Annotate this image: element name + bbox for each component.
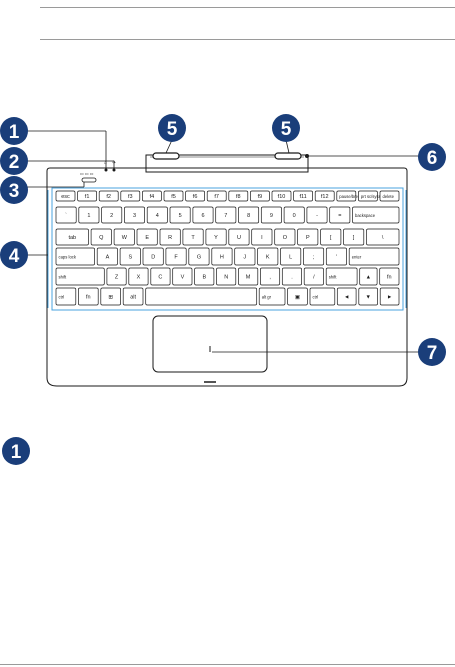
key-label-2-14: backspace	[355, 213, 376, 218]
key-label-2-11: 0	[293, 213, 296, 219]
key-label-5-12: shift	[329, 275, 338, 280]
key-label-2-2: 1	[87, 213, 90, 219]
callout-1-label: 1	[9, 122, 20, 143]
key-label-2-1: `	[65, 213, 67, 219]
key-label-3-1: tab	[68, 235, 76, 241]
key-label-2-4: 3	[133, 213, 136, 219]
callout-3: 3	[0, 176, 28, 204]
key-label-1-7: f6	[193, 194, 198, 200]
key-label-3-2: Q	[99, 235, 104, 241]
key-label-3-10: O	[283, 235, 288, 241]
key-label-2-12: -	[316, 213, 318, 219]
section-marker-label: 1	[11, 442, 22, 463]
key-label-6-3: ⊞	[108, 295, 113, 301]
left-latch	[153, 153, 179, 159]
key-label-1-1: esc	[61, 194, 70, 200]
key-label-4-1: caps lock	[59, 255, 77, 260]
status-icons: ▭ ▭ ▭	[80, 171, 94, 176]
key-label-5-7: N	[224, 275, 228, 281]
key-label-2-7: 6	[201, 213, 204, 219]
key-label-5-1: shift	[59, 275, 68, 280]
key-label-6-1: ctrl	[59, 295, 65, 300]
key-label-4-2: A	[106, 255, 110, 261]
callout-6: 6	[418, 143, 446, 171]
callout-2: 2	[0, 147, 28, 175]
key-label-1-2: f1	[85, 194, 90, 200]
touchpad	[153, 316, 267, 372]
key-label-4-4: D	[151, 255, 155, 261]
key-label-6-9: ◄	[344, 295, 349, 301]
callout-2-label: 2	[9, 152, 20, 173]
key-label-2-9: 8	[247, 213, 250, 219]
key-label-3-11: P	[306, 235, 310, 241]
key-label-6-6: alt gr	[262, 295, 272, 300]
callout-7-label: 7	[427, 343, 438, 364]
key-label-3-5: R	[168, 235, 172, 241]
key-label-5-8: M	[246, 275, 251, 281]
key-label-1-4: f3	[128, 194, 133, 200]
caps-lock-indicator	[105, 169, 108, 172]
key-label-6-8: ctrl	[313, 295, 319, 300]
key-label-1-10: f9	[258, 194, 263, 200]
key-label-1-5: f4	[150, 194, 155, 200]
indicator-area: ⌂ ✈ ▭ ▭ ▭	[80, 160, 116, 182]
key-label-6-10: ▼	[365, 295, 370, 301]
key-label-5-13: ▲	[366, 275, 371, 281]
key-label-4-12: '	[336, 255, 337, 261]
callout-6-label: 6	[427, 148, 438, 169]
callout-5-left: 5	[158, 114, 186, 142]
key-label-4-6: G	[197, 255, 201, 261]
key-label-1-6: f5	[171, 194, 176, 200]
right-latch	[275, 153, 301, 159]
key-label-4-13: enter	[352, 255, 362, 260]
key-label-5-4: C	[158, 275, 162, 281]
key-6-5	[146, 288, 257, 305]
key-label-3-4: E	[145, 235, 149, 241]
docking-port	[305, 154, 309, 158]
key-label-4-7: H	[220, 255, 224, 261]
key-label-1-9: f8	[236, 194, 241, 200]
callout-5-right: 5	[272, 114, 300, 142]
callout-5-right-label: 5	[281, 119, 292, 140]
key-label-4-10: L	[289, 255, 292, 261]
key-label-1-16: delete	[383, 194, 395, 199]
key-label-2-10: 9	[270, 213, 273, 219]
airplane-indicator	[113, 169, 116, 172]
key-label-3-3: W	[122, 235, 128, 241]
key-label-2-8: 7	[224, 213, 227, 219]
key-label-1-13: f12	[321, 194, 329, 200]
power-indicator	[82, 178, 96, 182]
key-label-6-7: ▣	[295, 295, 301, 301]
callout-1: 1	[0, 117, 28, 145]
key-label-4-3: S	[128, 255, 132, 261]
key-label-1-3: f2	[106, 194, 111, 200]
key-label-1-8: f7	[214, 194, 219, 200]
key-label-4-9: K	[266, 255, 270, 261]
key-label-5-3: X	[137, 275, 141, 281]
key-label-5-14: fn	[387, 275, 392, 281]
key-label-4-8: J	[243, 255, 246, 261]
keyboard-keys: escf1f2f3f4f5f6f7f8f9f10f11f12pause/brea…	[56, 191, 399, 305]
key-label-1-11: f10	[278, 194, 286, 200]
key-label-6-2: fn	[86, 295, 91, 301]
key-label-2-5: 4	[156, 213, 159, 219]
key-label-3-7: Y	[214, 235, 218, 241]
callout-5-left-label: 5	[167, 119, 178, 140]
callout-7: 7	[418, 338, 446, 366]
key-label-6-11: ►	[387, 295, 392, 301]
callout-4: 4	[0, 241, 28, 269]
key-label-5-6: B	[202, 275, 206, 281]
section-marker: 1	[2, 437, 30, 465]
key-label-1-12: f11	[299, 194, 306, 200]
key-label-2-3: 2	[110, 213, 113, 219]
key-label-6-4: alt	[130, 295, 136, 301]
key-label-2-6: 5	[179, 213, 182, 219]
callout-3-label: 3	[9, 181, 20, 202]
bottom-rule	[0, 664, 455, 665]
key-label-2-13: =	[338, 213, 341, 219]
key-label-3-8: U	[237, 235, 241, 241]
callout-4-label: 4	[9, 246, 20, 267]
key-label-5-5: V	[181, 275, 185, 281]
